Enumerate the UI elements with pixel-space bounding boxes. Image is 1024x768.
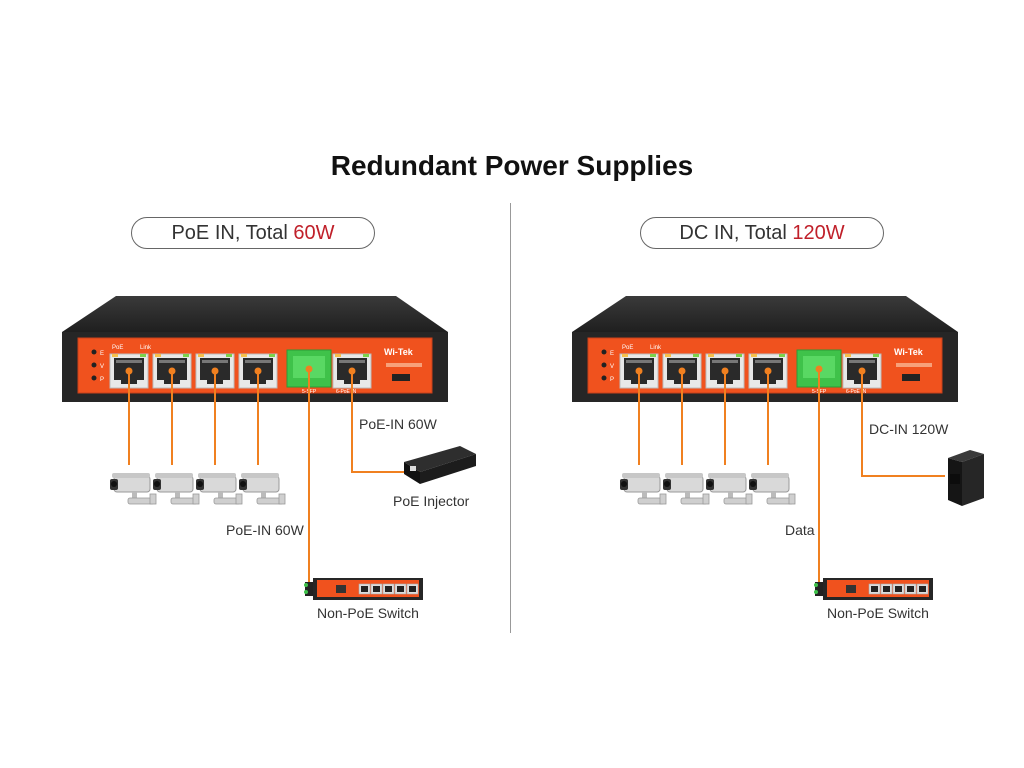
right-led-label-e: E	[610, 351, 614, 357]
right-port-label-link: Link	[650, 345, 662, 351]
right-led-label-p: P	[610, 377, 614, 383]
left-led-label-p: P	[100, 377, 104, 383]
left-brand-logo: Wi-Tek	[384, 347, 414, 357]
right-camera-2	[662, 472, 710, 505]
right-camera-4	[748, 472, 796, 505]
page-title: Redundant Power Supplies	[330, 150, 694, 181]
left-summary-pill: PoE IN, Total 60W	[131, 217, 375, 249]
right-pill-prefix: DC IN, Total	[679, 222, 793, 244]
left-port-label-link: Link	[140, 345, 152, 351]
left-label-poe-injector: PoE Injector	[393, 493, 470, 509]
left-poe-switch: E V P PoE Link 5-SFP 6-PoE IN Wi-Tek	[62, 296, 448, 402]
right-camera-1	[619, 472, 667, 505]
right-port-label-poe: PoE	[622, 345, 633, 351]
left-cables	[128, 372, 420, 582]
right-camera-3	[705, 472, 753, 505]
left-camera-4	[238, 472, 286, 505]
left-camera-1	[109, 472, 157, 505]
left-led-label-e: E	[100, 351, 104, 357]
right-label-non-poe-switch: Non-PoE Switch	[827, 605, 929, 621]
left-poe-in-port-label: 6-PoE IN	[336, 389, 357, 395]
right-summary-pill: DC IN, Total 120W	[640, 217, 884, 249]
left-camera-2	[152, 472, 200, 505]
left-led-label-v: V	[100, 364, 104, 370]
right-poe-in-port-label: 6-PoE IN	[846, 389, 867, 395]
left-pill-prefix: PoE IN, Total	[171, 222, 294, 244]
left-camera-3	[195, 472, 243, 505]
dc-power-adapter	[948, 450, 984, 506]
center-divider	[510, 203, 511, 633]
poe-injector-device	[404, 446, 476, 484]
right-cables	[638, 372, 945, 582]
left-label-poe-in-right: PoE-IN 60W	[359, 416, 437, 432]
left-non-poe-switch	[304, 578, 423, 600]
right-label-data: Data	[785, 522, 815, 538]
right-brand-logo: Wi-Tek	[894, 347, 924, 357]
left-label-poe-in-mid: PoE-IN 60W	[226, 522, 304, 538]
right-poe-switch: E V P PoE Link 5-SFP 6-PoE IN Wi-Tek	[572, 296, 958, 402]
right-non-poe-switch	[814, 578, 933, 600]
left-pill-value: 60W	[293, 222, 335, 244]
left-port-label-poe: PoE	[112, 345, 123, 351]
right-led-label-v: V	[610, 364, 614, 370]
right-pill-value: 120W	[792, 222, 845, 244]
left-label-non-poe-switch: Non-PoE Switch	[317, 605, 419, 621]
right-label-dc-in: DC-IN 120W	[869, 421, 949, 437]
